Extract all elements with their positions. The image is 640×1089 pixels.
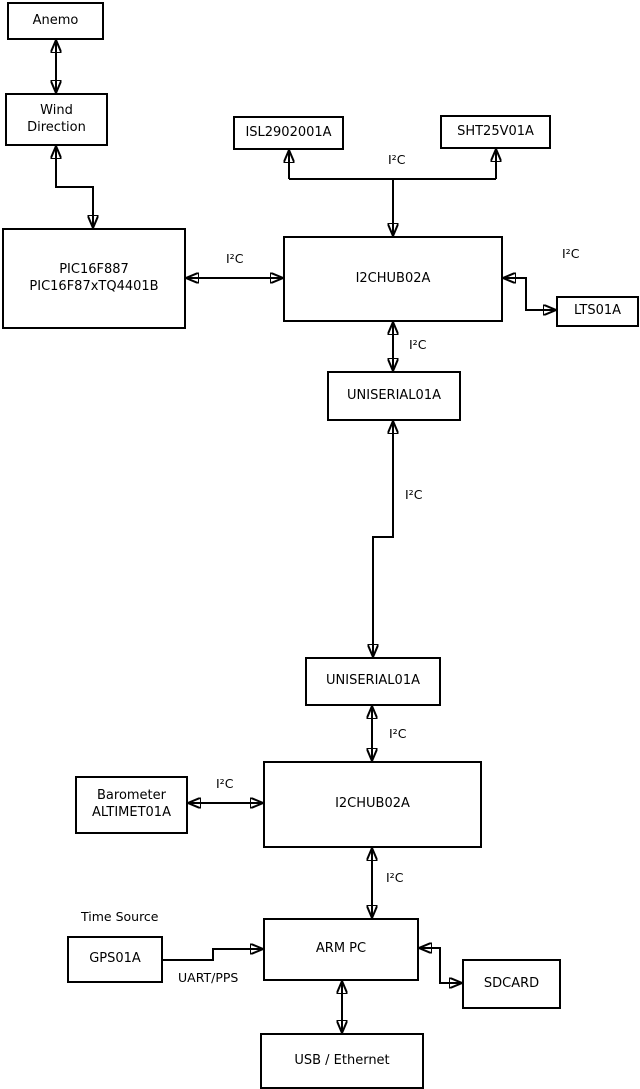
i2c-label-uniseriallower-hubbottom: I²C [389,726,407,741]
node-sht25v01a: SHT25V01A [440,115,551,149]
node-uniserial01a-lower-label: UNISERIAL01A [326,673,420,689]
i2c-label-hubbottom-armpc: I²C [386,870,404,885]
node-usb-ethernet: USB / Ethernet [260,1033,424,1089]
edge-gps-armpc [163,949,263,961]
node-isl2902001a: ISL2902001A [233,116,344,150]
node-sdcard-label: SDCARD [483,975,540,991]
edge-uniserialupper-uniseriallower [373,421,393,657]
node-wind-direction-label-line1: Wind [40,102,73,118]
edge-winddirection-pic [56,146,93,228]
i2c-label-uniserial-link: I²C [405,487,423,502]
i2c-label-hubtop-sensors: I²C [388,152,406,167]
node-uniserial01a-upper: UNISERIAL01A [327,371,461,421]
node-lts01a-label: LTS01A [573,303,622,319]
node-barometer-label-line2: ALTIMET01A [92,805,171,820]
node-uniserial01a-lower: UNISERIAL01A [305,657,441,706]
node-i2chub02a-top-label: I2CHUB02A [355,270,431,286]
node-i2chub02a-bottom: I2CHUB02A [263,761,482,848]
edge-armpc-sdcard [419,948,462,983]
node-sdcard: SDCARD [462,959,561,1009]
node-arm-pc: ARM PC [263,918,419,981]
i2c-label-hubtop-uniserialupper: I²C [409,337,427,352]
node-isl2902001a-label: ISL2902001A [245,124,332,140]
node-gps01a: GPS01A [67,936,163,983]
node-wind-direction: Wind Direction [5,93,108,146]
node-anemo: Anemo [7,2,104,40]
node-pic16f887-label-line2: PIC16F87xTQ4401B [29,278,159,294]
node-lts01a: LTS01A [556,296,639,327]
node-pic16f887: PIC16F887 PIC16F87xTQ4401B [2,228,186,329]
node-barometer-label-line1: Barometer [97,788,166,804]
node-sht25v01a-label: SHT25V01A [457,123,534,139]
i2c-label-hubtop-lts: I²C [562,246,580,261]
uart-pps-label: UART/PPS [178,970,239,985]
node-i2chub02a-bottom-label: I2CHUB02A [335,796,410,812]
node-i2chub02a-top: I2CHUB02A [283,236,503,322]
edge-hubtop-lts [503,278,556,310]
node-uniserial01a-upper-label: UNISERIAL01A [347,387,441,403]
i2c-label-pic-hubtop: I²C [226,251,244,266]
node-barometer-altimet01a: Barometer ALTIMET01A [75,776,188,834]
node-anemo-label: Anemo [32,12,79,28]
node-usb-ethernet-label: USB / Ethernet [294,1052,390,1068]
i2c-label-barometer-hubbottom: I²C [216,776,234,791]
node-arm-pc-label: ARM PC [315,941,367,957]
node-pic16f887-label-line1: PIC16F887 [59,261,129,277]
time-source-label: Time Source [81,909,159,924]
node-gps01a-label: GPS01A [89,951,141,967]
node-wind-direction-label-line2: Direction [27,119,86,135]
